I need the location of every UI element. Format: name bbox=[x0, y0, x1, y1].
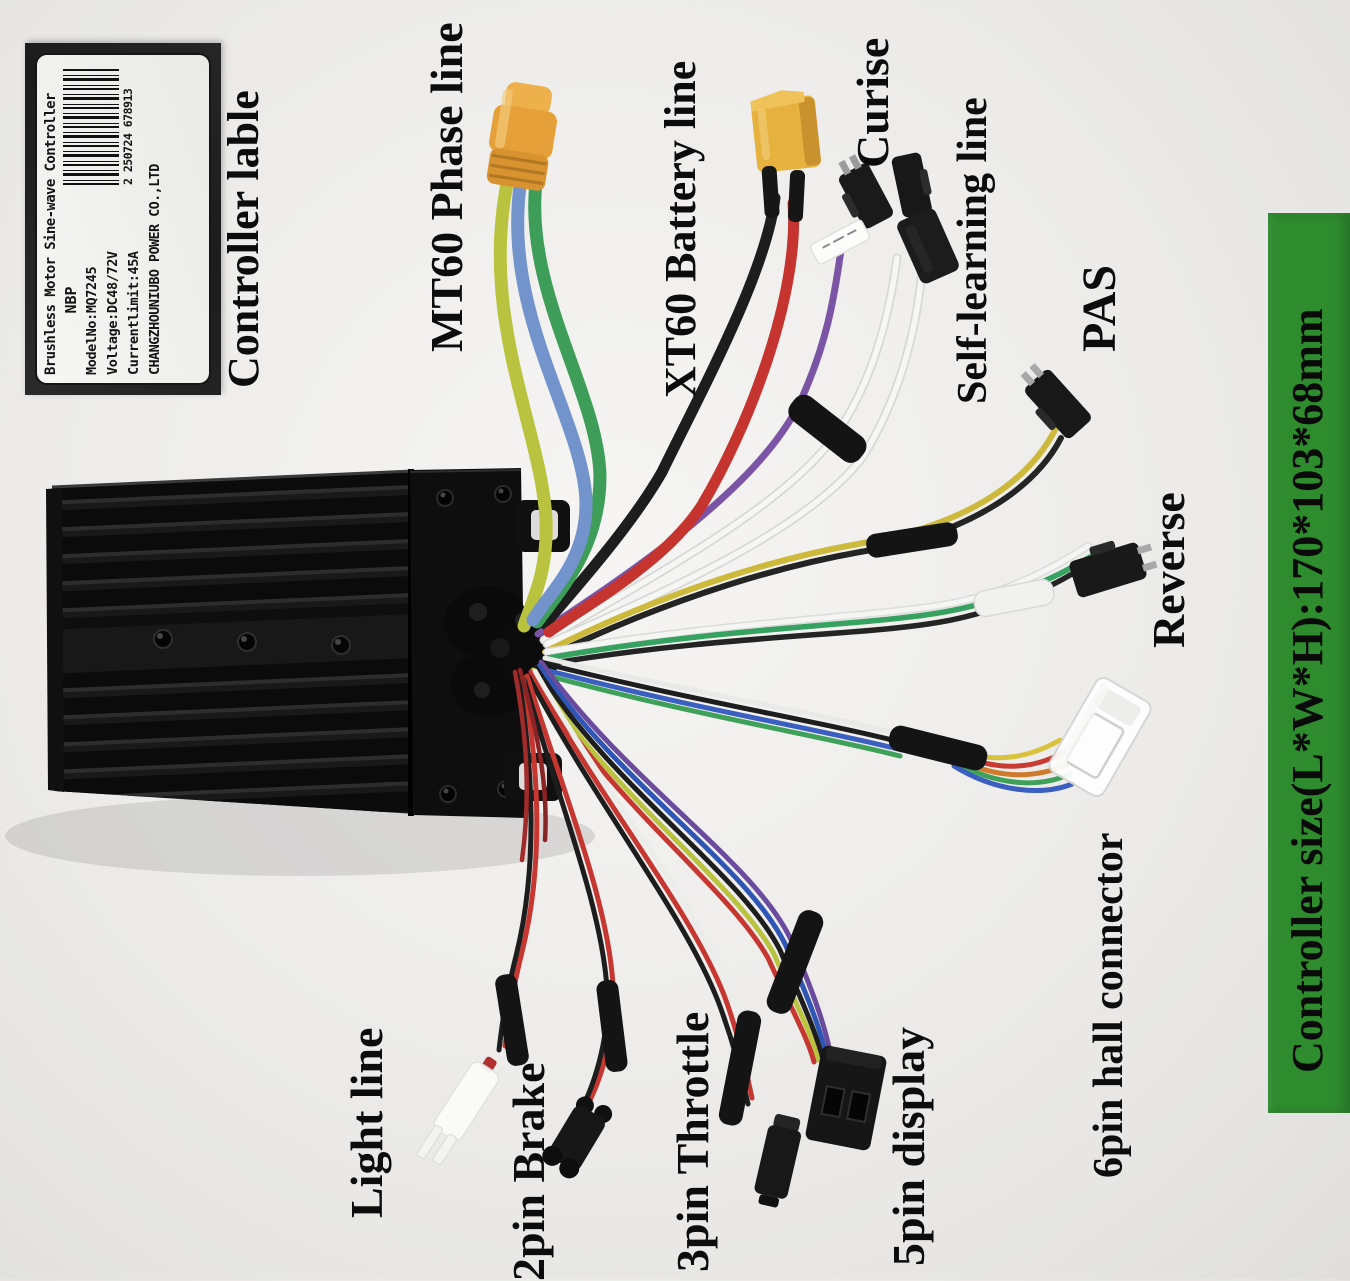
label-pas: PAS bbox=[1073, 264, 1126, 352]
phase-wires bbox=[493, 172, 607, 633]
xt60-connector bbox=[750, 90, 821, 223]
mt60-connector bbox=[486, 82, 557, 191]
reverse-wire bbox=[543, 542, 1095, 667]
label-self-learning-line: Self-learning line bbox=[950, 97, 996, 404]
controller-box bbox=[46, 468, 570, 818]
barcode-icon bbox=[62, 69, 119, 185]
label-xt60-battery-line: XT60 Battery line bbox=[656, 60, 705, 398]
label-reverse: Reverse bbox=[1143, 492, 1194, 648]
throttle-connector bbox=[754, 1114, 802, 1208]
label-2pin-brake: 2pin Brake bbox=[503, 1062, 554, 1281]
light-connector bbox=[416, 1056, 500, 1165]
cruise-self-learning-wires bbox=[539, 253, 927, 649]
label-light-line: Light line bbox=[341, 1027, 392, 1218]
controller-sticker: Brushless Motor Sine-wave Controller NBP… bbox=[25, 43, 221, 395]
sticker-current-limit: Currentlimit:45A bbox=[125, 251, 142, 375]
label-3pin-throttle: 3pin Throttle bbox=[667, 1011, 718, 1272]
sticker-title: Brushless Motor Sine-wave Controller bbox=[43, 93, 59, 375]
cruise-connectors bbox=[809, 152, 959, 284]
hub-strands bbox=[512, 667, 548, 863]
reverse-connector bbox=[1069, 540, 1158, 598]
ridge-screws bbox=[153, 629, 351, 655]
wire-label-tag bbox=[809, 219, 871, 265]
sticker-model: ModelNo:MQ7245 bbox=[83, 266, 100, 375]
label-mt60-phase-line: MT60 Phase line bbox=[421, 22, 472, 352]
hall-wire-bundle bbox=[542, 655, 1075, 793]
sticker-serial: 2 250724 678913 bbox=[120, 88, 135, 185]
display-wire-bundle bbox=[528, 659, 833, 1065]
pas-wire bbox=[542, 425, 1064, 661]
brake-connector bbox=[542, 1096, 613, 1179]
size-banner-text: Controller size(L*W*H):170*103*68mm bbox=[1283, 308, 1332, 1073]
light-wire bbox=[495, 675, 540, 1066]
label-curise: Curise bbox=[847, 37, 898, 168]
controller-sticker-label: Brushless Motor Sine-wave Controller NBP… bbox=[35, 53, 211, 385]
hall-connector bbox=[1048, 677, 1152, 797]
pas-connector bbox=[1020, 363, 1091, 439]
label-6pin-hall-connector: 6pin hall connector bbox=[1086, 832, 1132, 1178]
sticker-brand: NBP bbox=[61, 286, 80, 314]
label-controller-lable: Controller lable bbox=[219, 90, 268, 388]
battery-wires bbox=[539, 192, 800, 638]
label-5pin-display: 5pin display bbox=[883, 1026, 934, 1266]
sticker-voltage: Voltage:DC48/72V bbox=[104, 251, 121, 375]
brake-wire bbox=[521, 673, 628, 1115]
throttle-wire bbox=[526, 668, 762, 1126]
size-banner bbox=[1268, 213, 1350, 1113]
controller-shadow bbox=[5, 796, 595, 876]
display-connector bbox=[805, 1045, 887, 1151]
sticker-company: CHANGZHOUNIUBO POWER CO.,LTD bbox=[146, 164, 163, 375]
